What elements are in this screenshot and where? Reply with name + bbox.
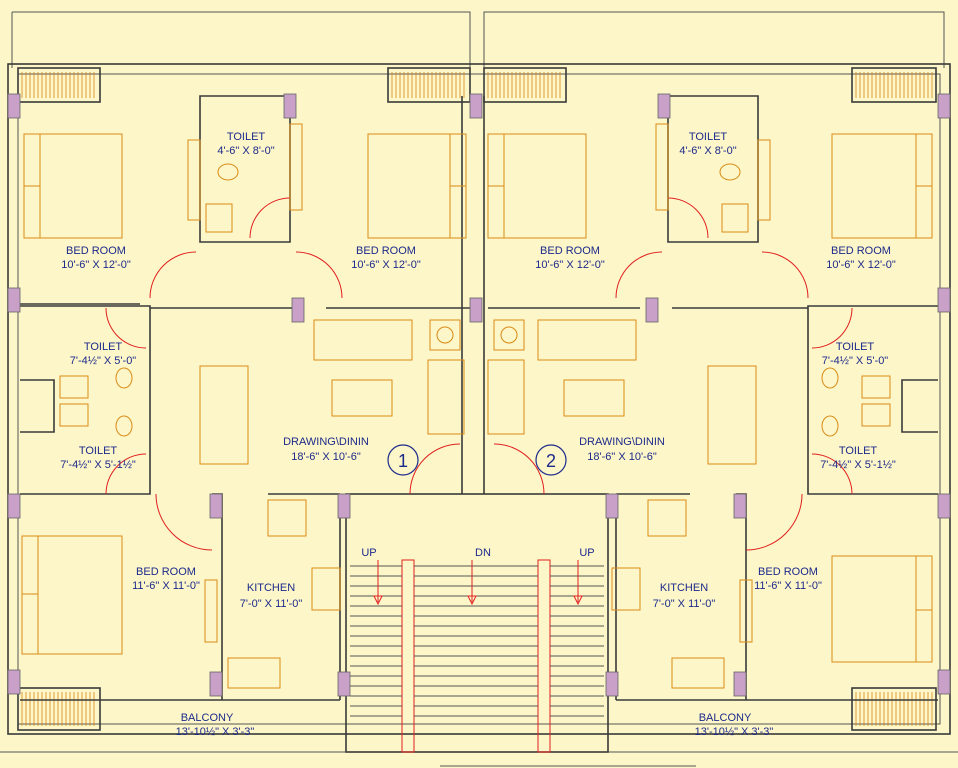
room-size-u2-bed-tl: 10'-6" X 12'-0"	[535, 259, 605, 271]
stair-up-right-label: UP	[579, 547, 594, 559]
structural-columns	[7, 93, 951, 697]
room-name-u2-balcony: BALCONY	[699, 712, 752, 724]
stair-down-label: DN	[475, 547, 491, 559]
exterior-walls	[7, 63, 951, 735]
unit-1-number: 1	[398, 451, 408, 471]
room-size-u1-bed-tr: 10'-6" X 12'-0"	[351, 259, 421, 271]
room-size-u2-bed-tr: 10'-6" X 12'-0"	[826, 259, 896, 271]
room-name-u1-toilet-mid: TOILET	[84, 341, 123, 353]
room-name-u2-drawing: DRAWING\DININ	[579, 436, 665, 448]
room-name-u2-kitchen: KITCHEN	[660, 582, 708, 594]
room-name-u1-balcony: BALCONY	[181, 712, 234, 724]
room-name-u2-toilet-top: TOILET	[689, 131, 728, 143]
room-size-u2-drawing: 18'-6" X 10'-6"	[587, 451, 657, 463]
room-name-u1-toilet-top: TOILET	[227, 131, 266, 143]
room-size-u1-toilet-low: 7'-4½" X 5'-1½"	[60, 459, 136, 471]
unit-markers: 1 2	[387, 444, 567, 476]
room-size-u2-toilet-top: 4'-6" X 8'-0"	[679, 145, 736, 157]
room-name-u2-toilet-low: TOILET	[839, 445, 878, 457]
unit-2-number: 2	[546, 451, 556, 471]
room-name-u1-bed-bl: BED ROOM	[136, 566, 196, 578]
room-size-u2-balcony: 13'-10½" X 3'-3"	[695, 726, 774, 738]
room-size-u2-toilet-mid: 7'-4½" X 5'-0"	[822, 355, 889, 367]
stair-up-left-label: UP	[361, 547, 376, 559]
room-size-u2-toilet-low: 7'-4½" X 5'-1½"	[820, 459, 896, 471]
room-name-u1-drawing: DRAWING\DININ	[283, 436, 369, 448]
room-size-u1-bed-tl: 10'-6" X 12'-0"	[61, 259, 131, 271]
doors	[105, 197, 853, 551]
room-size-u1-toilet-top: 4'-6" X 8'-0"	[217, 145, 274, 157]
room-name-u1-bed-tl: BED ROOM	[66, 245, 126, 257]
room-name-u2-bed-br: BED ROOM	[758, 566, 818, 578]
room-name-u2-toilet-mid: TOILET	[836, 341, 875, 353]
room-name-u1-toilet-low: TOILET	[79, 445, 118, 457]
room-name-u1-kitchen: KITCHEN	[247, 582, 295, 594]
room-size-u2-bed-br: 11'-6" X 11'-0"	[754, 580, 822, 592]
room-size-u1-drawing: 18'-6" X 10'-6"	[291, 451, 361, 463]
room-name-u1-bed-tr: BED ROOM	[356, 245, 416, 257]
room-size-u1-balcony: 13'-10½" X 3'-3"	[176, 726, 255, 738]
room-size-u1-toilet-mid: 7'-4½" X 5'-0"	[70, 355, 137, 367]
room-size-u1-kitchen: 7'-0" X 11'-0"	[240, 598, 303, 610]
room-name-u2-bed-tr: BED ROOM	[831, 245, 891, 257]
furniture	[21, 123, 933, 689]
room-size-u1-bed-bl: 11'-6" X 11'-0"	[132, 580, 200, 592]
room-size-u2-kitchen: 7'-0" X 11'-0"	[653, 598, 716, 610]
stair-core	[345, 493, 609, 753]
room-name-u2-bed-tl: BED ROOM	[540, 245, 600, 257]
window-grills	[17, 67, 937, 731]
